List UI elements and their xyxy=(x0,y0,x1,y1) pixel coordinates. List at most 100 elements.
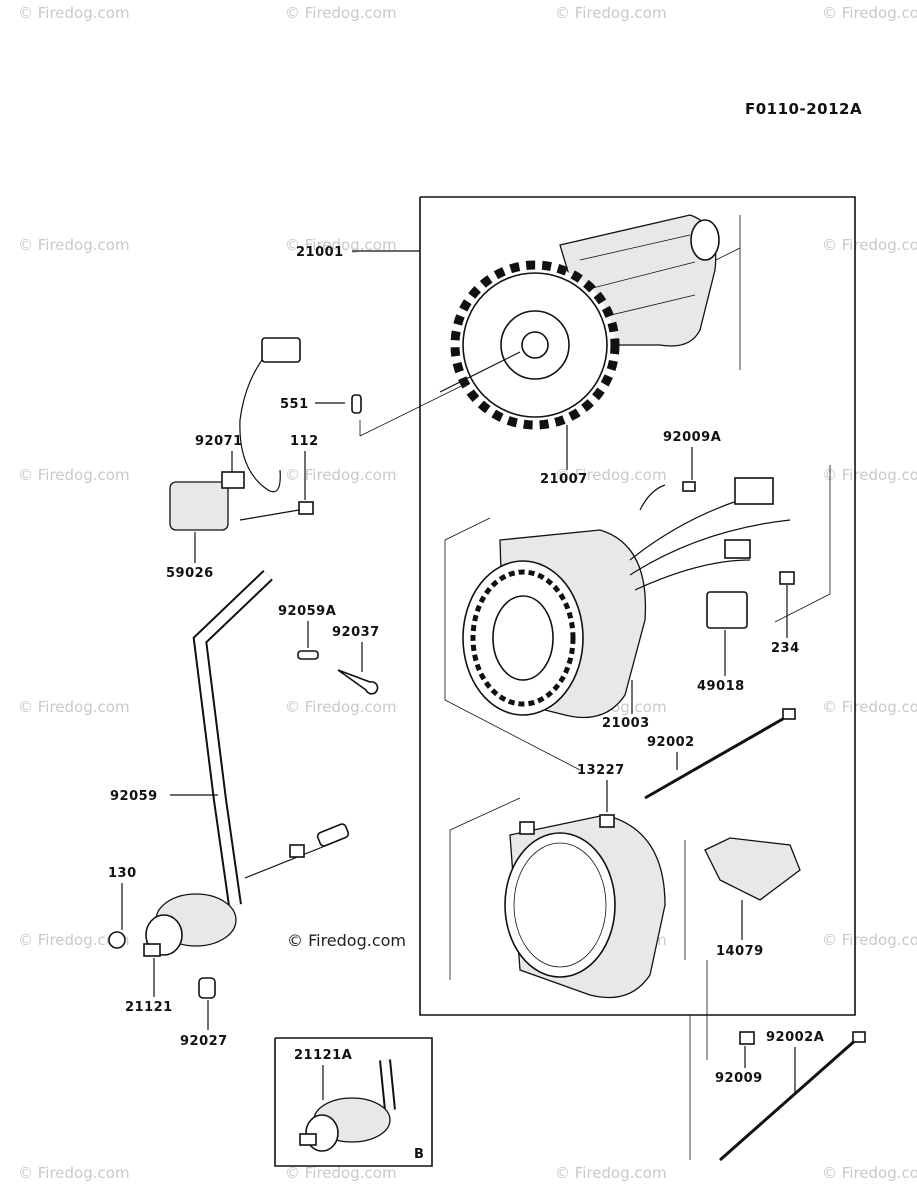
housing-inner xyxy=(513,842,607,968)
shaft-line xyxy=(439,351,521,393)
inset-solenoid-pin xyxy=(299,1133,317,1146)
inset-tube xyxy=(381,1059,394,1111)
watermark: © Firedog.com xyxy=(822,236,917,254)
leader-line xyxy=(774,465,831,623)
label-21003: 21003 xyxy=(602,716,650,731)
label-92037: 92037 xyxy=(332,625,380,640)
label-21001: 21001 xyxy=(296,245,344,260)
rotor-line xyxy=(579,234,691,261)
label-130: 130 xyxy=(108,866,137,881)
connector xyxy=(724,539,751,559)
label-112: 112 xyxy=(290,434,319,449)
rotor-assembly xyxy=(359,214,741,437)
stator-bore xyxy=(492,595,554,681)
bolt-92002A xyxy=(719,1036,859,1162)
wire-sleeve xyxy=(289,844,305,858)
gear-bore xyxy=(521,331,549,359)
wire xyxy=(634,559,751,591)
label-49018: 49018 xyxy=(697,679,745,694)
watermark: © Firedog.com xyxy=(822,698,917,716)
solenoid-21121A xyxy=(299,1059,396,1152)
inset-tag: B xyxy=(414,1147,424,1162)
watermark: © Firedog.com xyxy=(555,466,667,484)
housing-boss xyxy=(519,821,535,835)
connector xyxy=(734,477,774,505)
part-92037 xyxy=(337,669,379,695)
plug-cap xyxy=(261,337,301,363)
label-92059: 92059 xyxy=(110,789,158,804)
solenoid-pin xyxy=(143,943,161,957)
wire xyxy=(629,519,791,576)
label-92071: 92071 xyxy=(195,434,243,449)
watermark: © Firedog.com xyxy=(285,4,397,22)
pin-551 xyxy=(351,394,362,414)
watermark: © Firedog.com xyxy=(285,466,397,484)
watermark-dark: © Firedog.com xyxy=(287,931,406,950)
stator-windings xyxy=(470,569,576,707)
watermark: © Firedog.com xyxy=(555,1164,667,1182)
screw-234 xyxy=(779,571,795,585)
label-13227: 13227 xyxy=(577,763,625,778)
screw-112 xyxy=(298,501,314,515)
label-92009A: 92009A xyxy=(663,430,721,445)
part-14079 xyxy=(704,837,801,901)
watermark: © Firedog.com xyxy=(18,1164,130,1182)
label-21007: 21007 xyxy=(540,472,588,487)
screw-shank xyxy=(239,509,300,521)
watermark: © Firedog.com xyxy=(555,4,667,22)
label-551: 551 xyxy=(280,397,309,412)
coil-assembly xyxy=(169,337,301,531)
part-92059A xyxy=(297,650,319,660)
label-92002: 92002 xyxy=(647,735,695,750)
wire-terminal xyxy=(316,823,350,847)
leader-line xyxy=(444,540,581,771)
label-14079: 14079 xyxy=(716,944,764,959)
bolt-head xyxy=(782,708,796,720)
label-21121: 21121 xyxy=(125,1000,173,1015)
coil-block xyxy=(169,481,229,531)
wire xyxy=(629,499,741,561)
watermark: © Firedog.com xyxy=(18,698,130,716)
diagram-code: F0110-2012A xyxy=(745,100,862,118)
wire xyxy=(639,484,666,511)
watermark: © Firedog.com xyxy=(285,1164,397,1182)
housing-boss xyxy=(599,814,615,828)
watermark: © Firedog.com xyxy=(18,4,130,22)
watermark: © Firedog.com xyxy=(822,931,917,949)
label-21121A: 21121A xyxy=(294,1048,352,1063)
watermark: © Firedog.com xyxy=(822,4,917,22)
housing-face xyxy=(504,832,616,978)
part-92027 xyxy=(198,977,216,999)
tube-92059 xyxy=(194,571,272,906)
leader-line xyxy=(449,797,521,831)
watermark: © Firedog.com xyxy=(18,236,130,254)
label-92002A: 92002A xyxy=(766,1030,824,1045)
screw-92009A xyxy=(682,481,696,492)
watermark: © Firedog.com xyxy=(18,466,130,484)
label-234: 234 xyxy=(771,641,800,656)
inset-frame xyxy=(274,1037,433,1167)
watermark: © Firedog.com xyxy=(285,698,397,716)
leader-line xyxy=(444,517,491,541)
solenoid-21121 xyxy=(143,893,237,957)
label-92009: 92009 xyxy=(715,1071,763,1086)
rotor-line xyxy=(584,261,696,291)
assembly-frame xyxy=(419,196,856,1016)
label-92027: 92027 xyxy=(180,1034,228,1049)
bolt-head xyxy=(852,1031,866,1043)
nut-130 xyxy=(108,931,126,949)
screw-92009 xyxy=(739,1031,755,1045)
bolt-92002 xyxy=(644,714,789,800)
coil-connector xyxy=(221,471,245,489)
stator-assembly xyxy=(444,465,831,771)
housing-assembly xyxy=(449,797,686,999)
watermark: © Firedog.com xyxy=(822,1164,917,1182)
watermark: © Firedog.com xyxy=(285,236,397,254)
watermark: © Firedog.com xyxy=(822,466,917,484)
label-92059A: 92059A xyxy=(278,604,336,619)
part-49018 xyxy=(706,591,748,629)
rotor-end xyxy=(690,219,720,261)
watermark: © Firedog.com xyxy=(18,931,130,949)
